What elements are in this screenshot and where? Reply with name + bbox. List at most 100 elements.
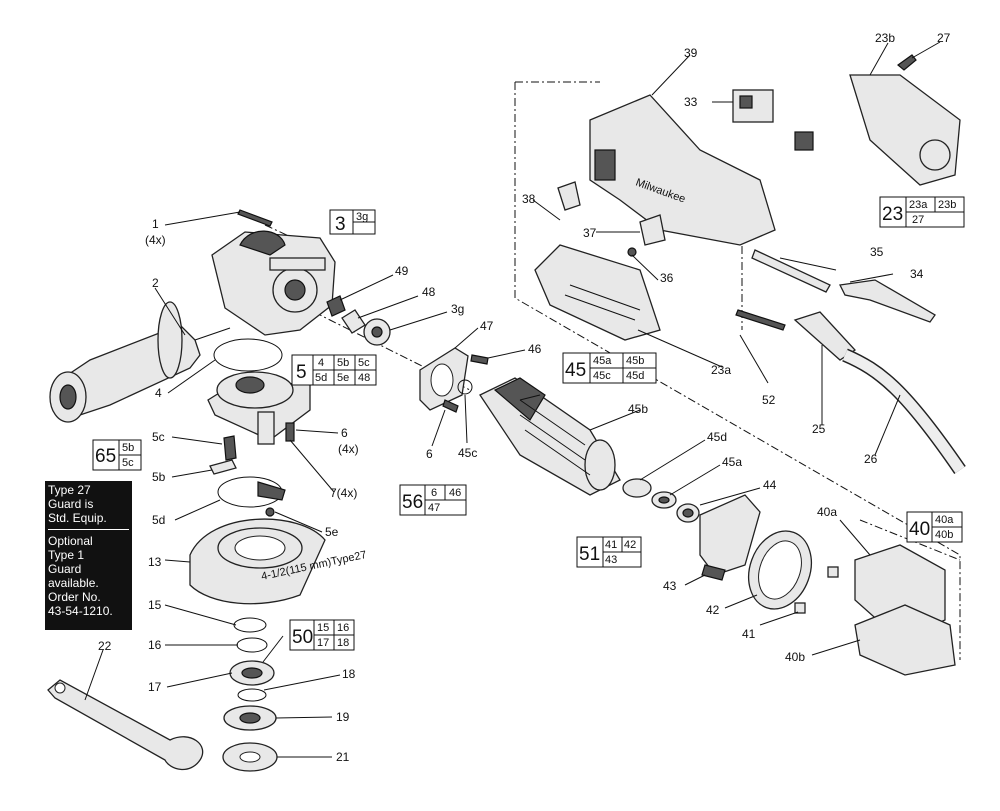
label-40b: 40b (785, 650, 805, 664)
label-15: 15 (148, 598, 162, 612)
ring-18-part (237, 688, 267, 702)
svg-text:45b: 45b (626, 355, 644, 367)
bearing-3g-part (363, 318, 391, 346)
note-line: Order No. (48, 590, 101, 604)
label-22: 22 (98, 639, 112, 653)
label-19: 19 (336, 710, 350, 724)
svg-text:6: 6 (431, 487, 437, 499)
label-4: 4 (155, 386, 162, 400)
svg-text:5: 5 (296, 362, 307, 383)
switch-part (732, 89, 774, 123)
lever-part (209, 459, 237, 475)
label-38: 38 (522, 192, 536, 206)
screw-part (237, 209, 273, 227)
label-23b: 23b (875, 31, 895, 45)
bearing-45a-part (651, 491, 677, 509)
svg-text:48: 48 (358, 372, 370, 384)
label-6a: 6 (341, 426, 348, 440)
flange-nut-part (222, 742, 278, 772)
bearing-plate-part (419, 347, 469, 411)
washer-45d-part (622, 478, 652, 498)
svg-text:40a: 40a (935, 514, 954, 526)
label-42: 42 (706, 603, 720, 617)
svg-text:45: 45 (565, 360, 586, 381)
label-49: 49 (395, 264, 409, 278)
screw-46-part (470, 354, 489, 365)
svg-text:45c: 45c (593, 370, 611, 382)
switch-component-part (794, 131, 814, 151)
svg-text:5b: 5b (122, 442, 134, 454)
brush-part (827, 566, 839, 578)
svg-text:50: 50 (292, 627, 313, 648)
bearing-44-part (676, 503, 700, 523)
svg-text:65: 65 (95, 446, 116, 467)
armature-part (479, 377, 621, 496)
note-line: available. (48, 576, 99, 590)
motor-housing-part: Milwaukee (589, 94, 776, 246)
svg-text:40b: 40b (935, 529, 953, 541)
label-48: 48 (422, 285, 436, 299)
svg-text:17: 17 (317, 637, 329, 649)
o-ring-15-part (233, 617, 267, 633)
svg-text:27: 27 (912, 214, 924, 226)
note-line: Optional (48, 534, 93, 548)
svg-text:5c: 5c (122, 457, 134, 469)
guard-note: Type 27 Guard is Std. Equip. Optional Ty… (45, 481, 132, 630)
label-45d: 45d (707, 430, 727, 444)
screw-27-part (897, 54, 917, 71)
svg-text:16: 16 (337, 622, 349, 634)
spindle-assembly-part (207, 371, 311, 445)
terminal-part (735, 309, 786, 331)
svg-text:45a: 45a (593, 355, 612, 367)
brush-41-part (794, 602, 806, 614)
svg-text:3: 3 (335, 214, 346, 235)
label-41: 41 (742, 627, 756, 641)
kit-box-3: 3 3g (329, 209, 376, 235)
label-26: 26 (864, 452, 878, 466)
label-37: 37 (583, 226, 597, 240)
svg-text:41: 41 (605, 539, 617, 551)
leader-lines (84, 41, 941, 758)
svg-text:23a: 23a (909, 199, 928, 211)
svg-text:45d: 45d (626, 370, 644, 382)
svg-text:5e: 5e (337, 372, 349, 384)
washer-16-part (236, 637, 268, 653)
svg-text:5b: 5b (337, 357, 349, 369)
label-13: 13 (148, 555, 162, 569)
kit-box-23: 23 23a 23b 27 (879, 196, 965, 228)
svg-text:43: 43 (605, 554, 617, 566)
note-line: Guard is (48, 497, 94, 511)
part-37 (639, 214, 666, 246)
kit-box-51: 51 41 42 43 (576, 536, 642, 568)
svg-text:56: 56 (402, 492, 423, 513)
screw-6-part (285, 422, 295, 442)
label-23a: 23a (711, 363, 731, 377)
svg-text:4: 4 (318, 357, 324, 369)
rear-cap-part (849, 74, 961, 186)
screw-36-part (627, 247, 637, 257)
svg-text:5c: 5c (358, 357, 370, 369)
note-line: Guard (48, 562, 82, 576)
washer-45c-part (457, 379, 473, 395)
label-34: 34 (910, 267, 924, 281)
label-36: 36 (660, 271, 674, 285)
svg-text:46: 46 (449, 487, 461, 499)
screw-6b-part (442, 399, 459, 413)
label-3g: 3g (451, 302, 464, 316)
svg-text:15: 15 (317, 622, 329, 634)
motor-housing-40b-part (854, 604, 956, 676)
label-17: 17 (148, 680, 162, 694)
brush-holder-part (699, 494, 761, 581)
label-16: 16 (148, 638, 162, 652)
kit-box-65: 65 5b 5c (92, 439, 142, 471)
label-6b: 6 (426, 447, 433, 461)
note-line: 43-54-1210. (48, 604, 113, 618)
label-46: 46 (528, 342, 542, 356)
label-35: 35 (870, 245, 884, 259)
note-divider (48, 529, 129, 530)
spanner-wrench-part (47, 679, 204, 771)
svg-text:47: 47 (428, 502, 440, 514)
screw-5e-part (265, 507, 275, 517)
svg-text:23: 23 (882, 204, 903, 225)
